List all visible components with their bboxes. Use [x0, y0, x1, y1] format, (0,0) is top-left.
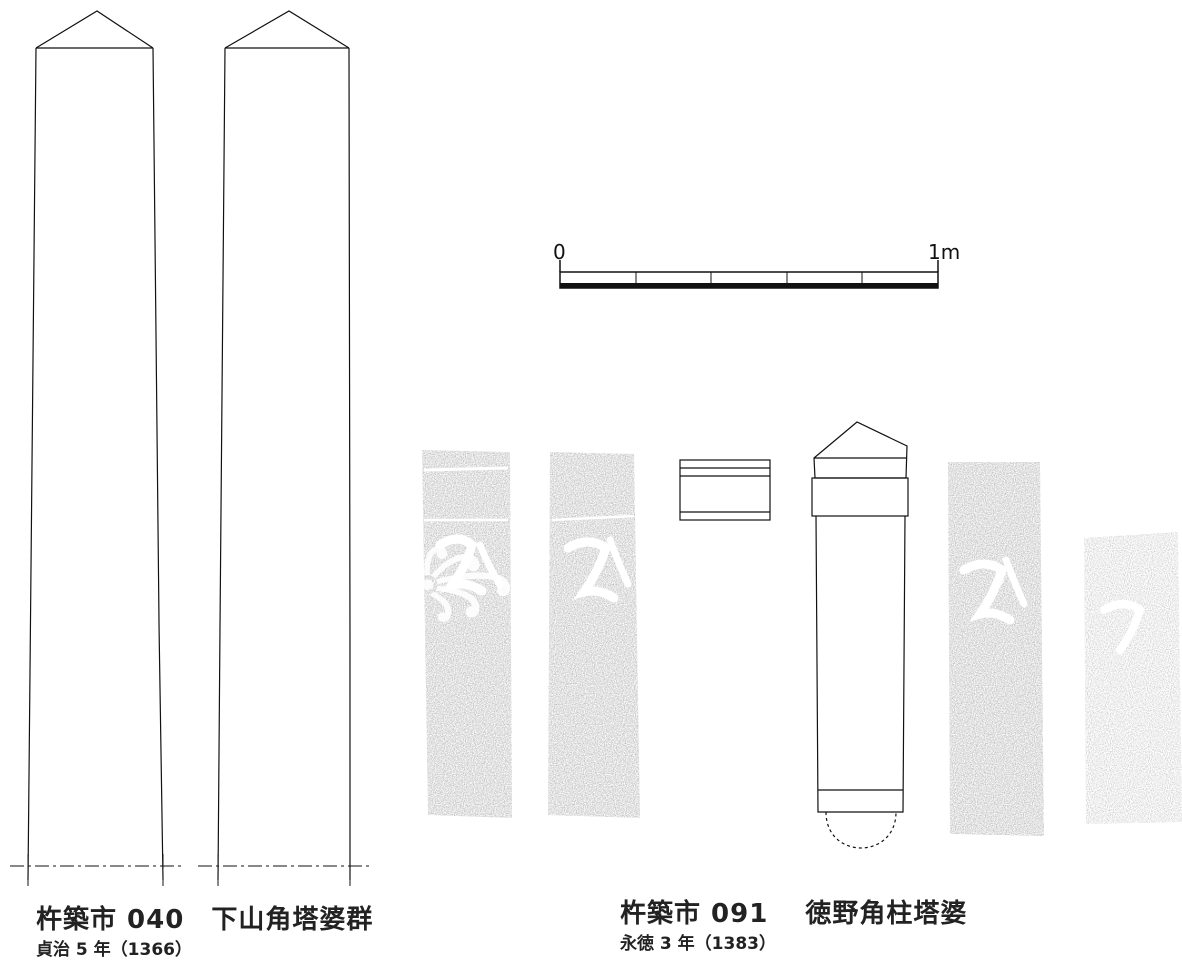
- left-group-date: 貞治 5 年（1366）: [36, 940, 192, 960]
- right-group-date: 永徳 3 年（1383）: [620, 934, 776, 954]
- left-group-title: 杵築市 040 下山角塔婆群: [36, 905, 374, 935]
- stupa-outline-2: [217, 10, 351, 881]
- rubbing-1: ꧂: [419, 450, 513, 818]
- stupa-outline-1: [27, 10, 164, 881]
- scale-end-label: 1m: [928, 240, 961, 264]
- fragment-outline: [679, 459, 771, 521]
- baseline-dashed-2: [198, 854, 370, 886]
- baseline-dashed-1: [10, 854, 182, 886]
- scale-bar: [559, 260, 939, 289]
- pillar-outline: [811, 421, 909, 849]
- rubbing-2: [548, 452, 640, 818]
- rubbing-3: [948, 462, 1044, 836]
- right-group-title: 杵築市 091 徳野角柱塔婆: [620, 899, 968, 929]
- scale-start-label: 0: [553, 240, 566, 264]
- rubbing-4: [1084, 532, 1182, 824]
